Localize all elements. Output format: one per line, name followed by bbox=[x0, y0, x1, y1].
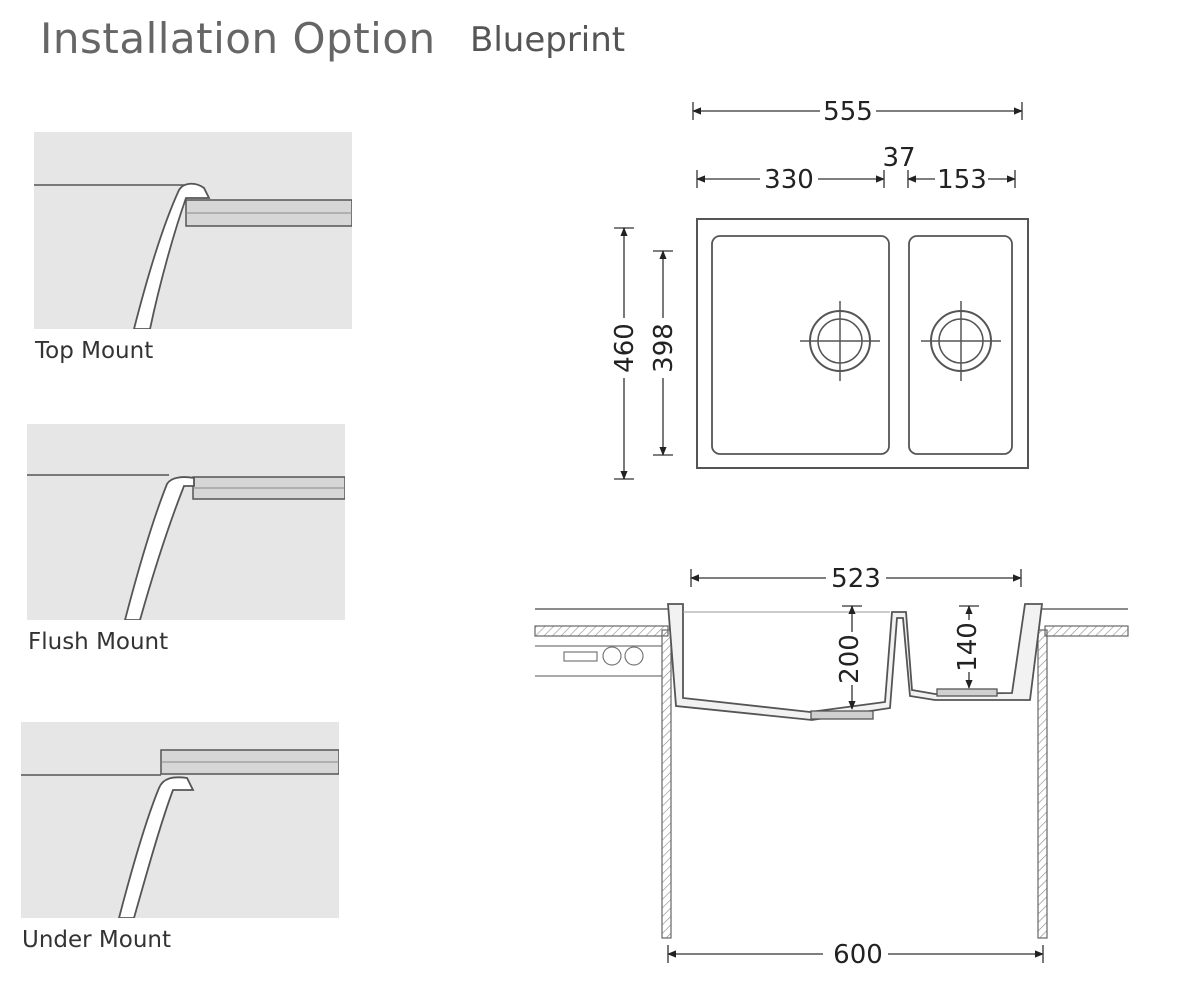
caption-top-mount: Top Mount bbox=[35, 338, 154, 364]
page-title: Installation Option bbox=[40, 14, 436, 63]
section-title-blueprint: Blueprint bbox=[470, 20, 626, 60]
drain-left-icon bbox=[800, 301, 880, 381]
label-right-bowl-width: 153 bbox=[937, 165, 987, 195]
label-right-bowl-depth: 140 bbox=[953, 622, 983, 672]
caption-under-mount: Under Mount bbox=[22, 927, 172, 953]
sink-top-outline bbox=[696, 218, 1029, 469]
top-mount-illustration bbox=[34, 132, 352, 329]
sink-section-view bbox=[534, 603, 1129, 939]
dimension-cabinet-width: 600 bbox=[667, 940, 1044, 970]
dimension-overall-depth: 460 bbox=[610, 227, 640, 480]
dimension-right-bowl-depth: 140 bbox=[953, 605, 983, 689]
flush-mount-illustration bbox=[27, 424, 345, 620]
label-overall-depth: 460 bbox=[610, 323, 640, 373]
label-divider-width: 37 bbox=[882, 143, 915, 173]
label-cabinet-width: 600 bbox=[833, 940, 883, 970]
dimension-bowl-depth: 398 bbox=[649, 250, 679, 456]
drain-right-icon bbox=[921, 301, 1001, 381]
caption-flush-mount: Flush Mount bbox=[28, 629, 169, 655]
label-inner-width: 523 bbox=[831, 564, 881, 594]
under-mount-illustration bbox=[21, 722, 339, 918]
label-left-bowl-width: 330 bbox=[764, 165, 814, 195]
dimension-inner-width: 523 bbox=[690, 564, 1022, 594]
label-overall-width: 555 bbox=[823, 97, 873, 127]
dimension-overall-width: 555 bbox=[692, 97, 1023, 127]
dimension-left-bowl-depth: 200 bbox=[835, 605, 865, 710]
label-bowl-depth: 398 bbox=[649, 323, 679, 373]
label-left-bowl-depth: 200 bbox=[835, 634, 865, 684]
dimension-bowl-widths: 330 153 37 bbox=[696, 143, 1016, 195]
